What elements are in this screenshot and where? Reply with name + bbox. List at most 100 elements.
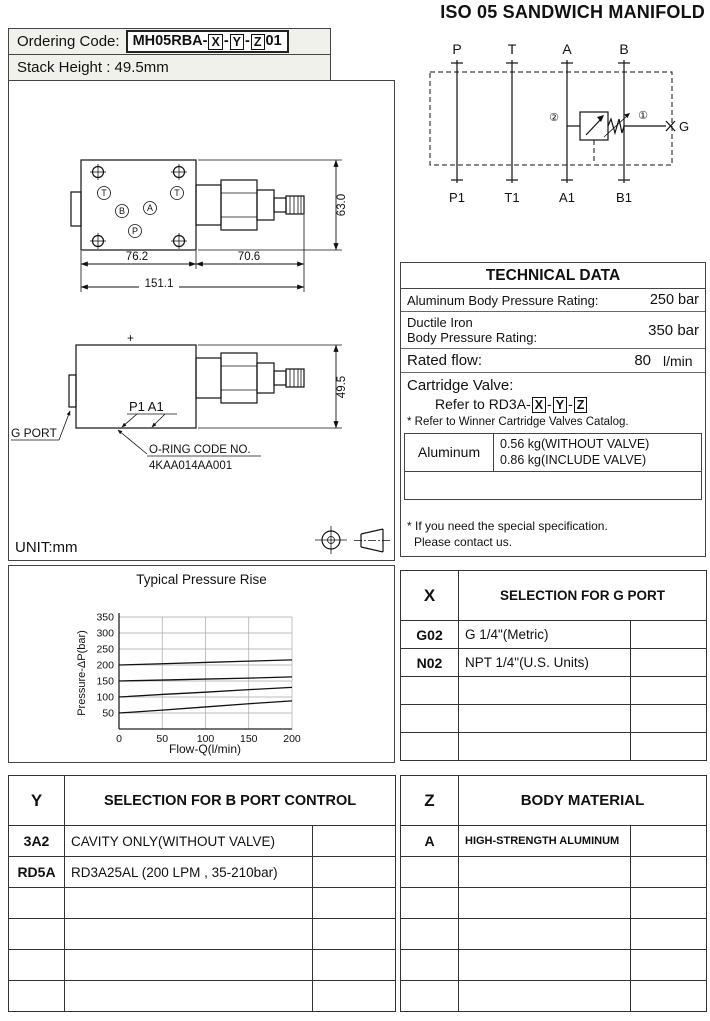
side-view-dimensions: 49.5 xyxy=(198,344,348,429)
unit-note: UNIT:mm xyxy=(15,539,78,556)
schematic-port-t: T xyxy=(508,41,517,57)
g-port-label: G PORT xyxy=(11,426,57,440)
side-port-label: P1 A1 xyxy=(129,399,164,414)
svg-text:50: 50 xyxy=(156,733,168,745)
empty-row xyxy=(8,887,397,919)
body-material-table-title: BODY MATERIAL xyxy=(458,775,707,826)
svg-text:250: 250 xyxy=(96,644,114,656)
p1-a1-callout: P1 A1 xyxy=(121,399,177,428)
page-title: ISO 05 SANDWICH MANIFOLD xyxy=(440,2,705,22)
svg-text:100: 100 xyxy=(96,692,114,704)
port-letter-b: B xyxy=(119,206,125,216)
oring-callout: O-RING CODE NO. 4KAA014AA001 xyxy=(117,429,261,472)
plug-x-mark xyxy=(665,120,676,132)
cartridge-valve-top xyxy=(195,179,305,231)
svg-text:200: 200 xyxy=(96,660,114,672)
dim-side-height: 49.5 xyxy=(336,376,348,398)
svg-text:150: 150 xyxy=(240,733,258,745)
table-row: G02 G 1/4"(Metric) xyxy=(400,620,708,649)
plus-mark: + xyxy=(127,331,134,345)
svg-text:350: 350 xyxy=(96,612,114,624)
dim-top-height: 63.0 xyxy=(336,194,348,216)
pressure-rise-chart: Flow-Q(l/min) Pressure-ΔP(bar) 50 100 150 2… xyxy=(76,612,301,757)
empty-row xyxy=(400,732,708,761)
table-code-z: Z xyxy=(400,775,459,826)
technical-data-panel: TECHNICAL DATA Aluminum Body Pressure Ra… xyxy=(400,262,706,557)
ordering-code-label: Ordering Code: xyxy=(17,33,120,50)
schematic-port-t1: T1 xyxy=(504,190,519,205)
weight-row: Aluminum 0.56 kg(WITHOUT VALVE) 0.86 kg(… xyxy=(404,433,702,472)
port-markers: T T B A P xyxy=(97,186,184,238)
empty-row xyxy=(400,856,707,888)
chart-xlabel: Flow-Q(l/min) xyxy=(169,742,241,756)
schematic-g-label: G xyxy=(679,119,689,134)
empty-row xyxy=(400,704,708,733)
projection-target-symbol xyxy=(315,526,347,554)
svg-text:50: 50 xyxy=(102,708,114,720)
table-row: RD5A RD3A25AL (200 LPM , 35-210bar) xyxy=(8,856,397,888)
table-code-y: Y xyxy=(8,775,65,826)
schematic-port-b: B xyxy=(619,41,628,57)
table-row: 3A2 CAVITY ONLY(WITHOUT VALVE) xyxy=(8,825,397,857)
b-port-selection-table: Y SELECTION FOR B PORT CONTROL 3A2 CAVIT… xyxy=(8,775,397,1012)
chart-series-curve-4 xyxy=(118,700,293,714)
hydraulic-schematic: P T A B G ② ① xyxy=(429,41,689,205)
chart-title: Typical Pressure Rise xyxy=(136,572,267,587)
mounting-holes xyxy=(90,164,187,249)
svg-text:150: 150 xyxy=(96,676,114,688)
svg-text:100: 100 xyxy=(197,733,215,745)
weight-material: Aluminum xyxy=(404,433,494,472)
aluminum-rating-value: 250 bar xyxy=(649,292,699,308)
pressure-chart-panel: Typical Pressure Rise Flow-Q(l/min) Pres… xyxy=(8,565,395,763)
body-material-table: Z BODY MATERIAL A HIGH-STRENGTH ALUMINUM xyxy=(400,775,707,1012)
port-letter-t-right: T xyxy=(174,188,180,198)
top-view-dimensions: 76.2 70.6 151.1 63.0 xyxy=(80,159,348,292)
empty-row xyxy=(400,676,708,705)
code-y-chip: Y xyxy=(229,33,245,50)
top-view-drawing: T T B A P xyxy=(70,159,305,251)
empty-row xyxy=(8,918,397,950)
table-header-row: X SELECTION FOR G PORT xyxy=(400,570,708,621)
dim-body-width: 76.2 xyxy=(126,251,148,263)
ductile-rating-value: 350 bar xyxy=(648,321,699,339)
footnote-line2: Please contact us. xyxy=(414,534,513,549)
svg-text:0: 0 xyxy=(116,733,122,745)
g-port-selection-table: X SELECTION FOR G PORT G02 G 1/4"(Metric… xyxy=(400,570,708,761)
empty-row xyxy=(400,918,707,950)
rated-flow-label: Rated flow: xyxy=(407,352,483,369)
g-port-callout: G PORT xyxy=(11,410,71,441)
b-port-table-title: SELECTION FOR B PORT CONTROL xyxy=(63,775,397,826)
ref-x-chip: X xyxy=(531,397,547,413)
aluminum-rating-label: Aluminum Body Pressure Rating: xyxy=(407,292,599,308)
chart-series-curve-3 xyxy=(118,686,293,698)
table-row: N02 NPT 1/4"(U.S. Units) xyxy=(400,648,708,677)
ref-y-chip: Y xyxy=(552,397,568,413)
g-port-table-title: SELECTION FOR G PORT xyxy=(457,570,708,621)
empty-row xyxy=(8,980,397,1012)
chart-ylabel: Pressure-ΔP(bar) xyxy=(76,630,88,716)
weight-without-valve: 0.56 kg(WITHOUT VALVE) xyxy=(500,437,650,451)
rated-flow-unit: l/min xyxy=(663,352,693,369)
schematic-port-a: A xyxy=(562,41,572,57)
svg-text:200: 200 xyxy=(283,733,301,745)
special-spec-footnote: * If you need the special specification.… xyxy=(401,516,705,556)
ductile-rating-row: Ductile Iron Body Pressure Rating: 350 b… xyxy=(401,312,705,349)
schematic-port-a1: A1 xyxy=(559,190,575,205)
weight-include-valve: 0.86 kg(INCLUDE VALVE) xyxy=(500,453,647,468)
schematic-port-lines xyxy=(451,60,630,183)
stack-height-label: Stack Height : 49.5mm xyxy=(17,59,169,76)
dim-total-length: 151.1 xyxy=(145,278,174,290)
relief-valve-symbol: G ② ① xyxy=(549,110,689,163)
table-row: A HIGH-STRENGTH ALUMINUM xyxy=(400,825,707,857)
cartridge-valve-side xyxy=(195,352,305,404)
cartridge-valve-label: Cartridge Valve: xyxy=(407,377,514,394)
table-code-x: X xyxy=(400,570,459,621)
oring-code: 4KAA014AA001 xyxy=(149,460,232,472)
ductile-label-line2: Body Pressure Rating: xyxy=(407,330,538,345)
port-letter-t-left: T xyxy=(101,188,107,198)
schematic-port-p: P xyxy=(452,41,461,57)
rated-flow-row: Rated flow: 80 l/min xyxy=(401,349,705,373)
